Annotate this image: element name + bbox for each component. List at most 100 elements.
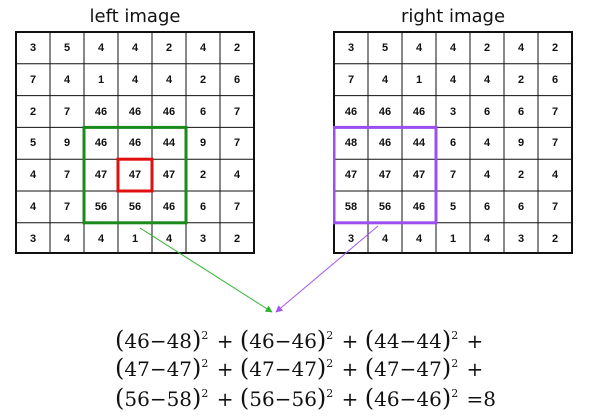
right-image-title: right image: [400, 6, 506, 27]
pixel-cell: 46: [162, 201, 176, 213]
pixel-cell: 47: [162, 169, 176, 182]
pixel-cell: 2: [233, 42, 241, 54]
grid-lines: [333, 31, 573, 254]
pixel-cell: 4: [483, 73, 491, 86]
pixel-cell: 46: [128, 137, 142, 150]
pixel-cell: 47: [128, 169, 142, 182]
pixel-cell: 46: [412, 201, 426, 213]
pixel-cell: 46: [344, 105, 358, 118]
pixel-cell: 4: [449, 73, 457, 86]
pixel-cell: 4: [483, 169, 491, 182]
pixel-cell: 7: [63, 169, 71, 182]
pixel-cell: 2: [551, 232, 559, 245]
pixel-cell: 4: [131, 73, 139, 86]
pixel-cell: 4: [449, 42, 457, 54]
pixel-cell: 3: [517, 232, 525, 245]
pixel-cell: 6: [551, 73, 559, 86]
ssd-formula-line-2: (47−47)2 + (47−47)2 + (47−47)2 +: [115, 354, 484, 382]
pixel-cell: 4: [29, 201, 37, 213]
pixel-cell: 2: [199, 73, 207, 86]
pixel-cell: 46: [162, 105, 176, 118]
pixel-cell: 2: [233, 232, 241, 245]
pixel-cell: 46: [94, 137, 108, 150]
pixel-cell: 56: [378, 201, 392, 213]
pixel-cell: 3: [347, 232, 355, 245]
pixel-cell: 4: [415, 232, 423, 245]
pixel-cell: 2: [517, 169, 525, 182]
pixel-cell: 7: [63, 105, 71, 118]
pixel-cell: 4: [551, 169, 559, 182]
pixel-cell: 7: [551, 105, 559, 118]
left-window-box: [82, 125, 188, 225]
pixel-cell: 6: [199, 105, 207, 118]
pixel-cell: 4: [131, 42, 139, 54]
pixel-cell: 6: [233, 73, 241, 86]
pixel-cell: 4: [415, 42, 423, 54]
pixel-cell: 48: [344, 137, 358, 150]
pixel-cell: 44: [162, 137, 176, 150]
pixel-cell: 1: [449, 232, 457, 245]
pixel-cell: 58: [344, 201, 358, 213]
pixel-cell: 6: [199, 201, 207, 213]
pixel-cell: 4: [97, 232, 105, 245]
pixel-cell: 2: [483, 42, 491, 54]
pixel-cell: 46: [94, 105, 108, 118]
pixel-cell: 7: [233, 201, 241, 213]
pixel-cell: 7: [551, 137, 559, 150]
pixel-cell: 46: [378, 105, 392, 118]
pixel-cell: 4: [29, 169, 37, 182]
pixel-cell: 4: [381, 232, 389, 245]
pixel-cell: 3: [449, 105, 457, 118]
pixel-cell: 5: [63, 42, 71, 54]
pixel-cell: 1: [131, 232, 139, 245]
pixel-cell: 4: [199, 42, 207, 54]
pixel-cell: 56: [94, 201, 108, 213]
pixel-cell: 2: [551, 42, 559, 54]
left-image-title: left image: [89, 6, 181, 27]
pixel-cell: 5: [449, 201, 457, 213]
pixel-cell: 6: [483, 105, 491, 118]
pixel-cell: 46: [378, 137, 392, 150]
pixel-cell: 4: [165, 232, 173, 245]
pixel-cell: 5: [381, 42, 389, 54]
pixel-cell: 47: [94, 169, 108, 182]
pixel-cell: 9: [199, 137, 207, 150]
pixel-cell: 3: [29, 232, 37, 245]
right-window-box: [333, 125, 438, 225]
ssd-formula-line-3: (56−58)2 + (56−56)2 + (46−46)2 =8: [115, 384, 497, 412]
pixel-cell: 7: [29, 73, 37, 86]
pixel-cell: 2: [29, 105, 37, 118]
pixel-cell: 1: [97, 73, 105, 86]
pixel-cell: 47: [378, 169, 392, 182]
pixel-cell: 3: [347, 42, 355, 54]
center-pixel-box: [116, 157, 154, 193]
pixel-cell: 4: [63, 73, 71, 86]
pixel-cell: 56: [128, 201, 142, 213]
pixel-cell: 7: [449, 169, 457, 182]
pixel-cell: 5: [29, 137, 37, 150]
pixel-cell: 6: [449, 137, 457, 150]
pixel-cell: 4: [381, 73, 389, 86]
pixel-cell: 47: [412, 169, 426, 182]
pixel-cell: 1: [415, 73, 423, 86]
pixel-cell: 9: [517, 137, 525, 150]
pixel-cell: 3: [199, 232, 207, 245]
pixel-cell: 6: [483, 201, 491, 213]
pixel-cell: 2: [199, 169, 207, 182]
pixel-cell: 9: [63, 137, 71, 150]
pixel-cell: 7: [63, 201, 71, 213]
pixel-cell: 6: [517, 201, 525, 213]
pixel-cell: 46: [128, 105, 142, 118]
pixel-cell: 4: [165, 73, 173, 86]
pixel-cell: 2: [517, 73, 525, 86]
pixel-cell: 44: [412, 137, 426, 150]
pixel-cell: 4: [97, 42, 105, 54]
pixel-cell: 7: [233, 105, 241, 118]
pixel-cell: 4: [483, 232, 491, 245]
pixel-cell: 4: [483, 137, 491, 150]
ssd-formula-line-1: (46−48)2 + (46−46)2 + (44−44)2 +: [115, 326, 484, 354]
pixel-cell: 7: [347, 73, 355, 86]
pixel-cell: 4: [517, 42, 525, 54]
